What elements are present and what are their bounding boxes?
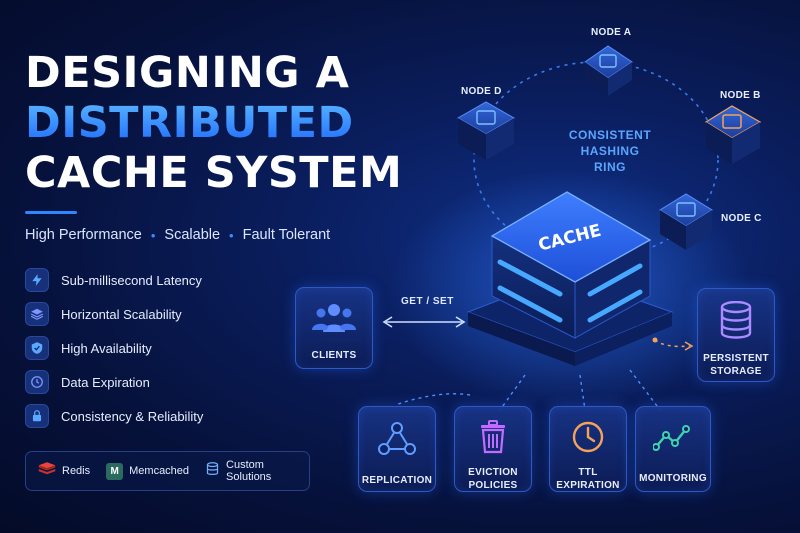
feature-label: High Availability [61, 340, 152, 356]
title-line-2: DISTRIBUTED [25, 98, 354, 148]
node-a-label: NODE A [591, 27, 632, 38]
tagline-item: High Performance [25, 227, 142, 243]
node-b-server [704, 105, 762, 164]
feature-label: Horizontal Scalability [61, 306, 182, 322]
lightning-icon [25, 268, 49, 292]
tech-custom: Custom Solutions [205, 459, 293, 483]
layers-icon [25, 302, 49, 326]
eviction-label-line: POLICIES [468, 480, 518, 491]
eviction-connector [499, 374, 526, 411]
node-a-server [584, 45, 633, 96]
title-line-3: CACHE SYSTEM [25, 148, 403, 198]
feature-label: Consistency & Reliability [61, 408, 204, 424]
clock-icon [25, 370, 49, 394]
storage-connector-dot [652, 337, 658, 343]
lock-icon [25, 404, 49, 428]
replication-label: REPLICATION [361, 475, 433, 486]
tech-memcached: M Memcached [106, 462, 190, 480]
node-d-server [456, 101, 516, 160]
redis-icon [38, 461, 56, 482]
ring-label-line: RING [594, 160, 626, 174]
ring-label-line: HASHING [580, 144, 640, 158]
node-c-label: NODE C [721, 213, 762, 224]
title-underline [25, 211, 77, 214]
cache-block [466, 191, 674, 366]
storage-label-line: PERSISTENT [703, 353, 769, 364]
trash-icon [477, 419, 509, 460]
storage-arrow-icon [684, 341, 694, 351]
feature-item: Consistency & Reliability [25, 399, 315, 433]
replication-card: REPLICATION [358, 406, 436, 492]
node-d-label: NODE D [461, 86, 502, 97]
ttl-label-line: TTL [578, 467, 598, 478]
feature-label: Data Expiration [61, 374, 150, 390]
tech-label: Memcached [129, 465, 190, 477]
arrow-left-icon [382, 316, 393, 328]
ring-label-line: CONSISTENT [568, 128, 652, 142]
arrow-right-icon [455, 316, 466, 328]
tech-label: Custom Solutions [226, 459, 272, 483]
eviction-policies-card: EVICTION POLICIES [454, 406, 532, 492]
database-icon [205, 461, 220, 482]
clients-card: CLIENTS [295, 287, 373, 369]
database-icon [719, 300, 753, 344]
storage-label: PERSISTENT STORAGE [703, 352, 769, 378]
users-icon [311, 302, 357, 339]
eviction-label: EVICTION POLICIES [468, 466, 518, 492]
tagline: High Performance • Scalable • Fault Tole… [25, 227, 330, 243]
ttl-connector [579, 374, 586, 411]
ttl-expiration-card: TTL EXPIRATION [549, 406, 627, 492]
monitoring-connector [629, 369, 661, 411]
hashing-ring [473, 61, 719, 259]
title-line-1: DESIGNING A [25, 48, 350, 98]
tagline-separator: • [150, 227, 156, 243]
clock-icon [570, 419, 606, 460]
tagline-separator: • [229, 227, 234, 243]
memcached-icon: M [106, 462, 124, 480]
node-c-server [659, 193, 713, 250]
eviction-label-line: EVICTION [468, 467, 518, 478]
tagline-item: Scalable [164, 227, 221, 243]
feature-item: Sub-millisecond Latency [25, 263, 315, 297]
feature-list: Sub-millisecond Latency Horizontal Scala… [25, 263, 315, 433]
feature-item: Horizontal Scalability [25, 297, 315, 331]
shield-icon [25, 336, 49, 360]
ttl-label-line: EXPIRATION [556, 480, 620, 491]
replication-icon [377, 421, 417, 462]
node-b-label: NODE B [720, 90, 761, 101]
storage-label-line: STORAGE [710, 366, 762, 377]
clients-label: CLIENTS [311, 350, 357, 361]
get-set-label: GET / SET [401, 296, 454, 307]
replication-connector [394, 393, 471, 406]
tech-redis: Redis [38, 461, 90, 482]
monitoring-card: MONITORING [635, 406, 711, 492]
hashing-ring-label: CONSISTENT HASHING RING [560, 127, 660, 175]
tagline-item: Fault Tolerant [242, 227, 331, 243]
feature-item: High Availability [25, 331, 315, 365]
tech-label: Redis [62, 465, 91, 477]
feature-item: Data Expiration [25, 365, 315, 399]
feature-label: Sub-millisecond Latency [61, 272, 202, 288]
line-chart-icon [652, 423, 693, 458]
ttl-label: TTL EXPIRATION [556, 466, 619, 492]
persistent-storage-card: PERSISTENT STORAGE [697, 288, 775, 382]
monitoring-label: MONITORING [639, 473, 707, 484]
technology-bar: Redis M Memcached Custom Solutions [25, 451, 310, 491]
